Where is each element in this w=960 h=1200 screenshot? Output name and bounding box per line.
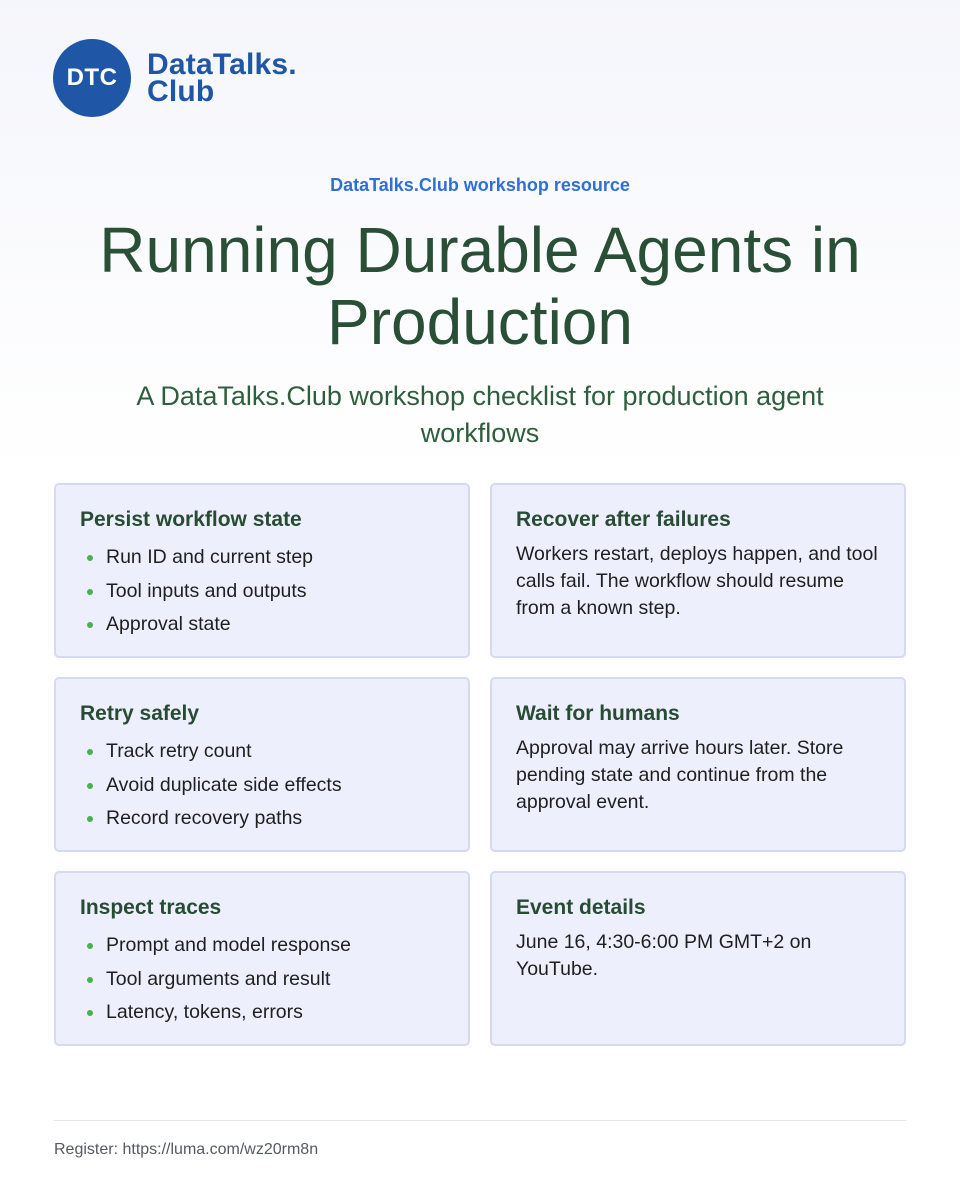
footer-divider <box>54 1120 906 1121</box>
card-event-details: Event details June 16, 4:30-6:00 PM GMT+… <box>490 871 906 1046</box>
page-title: Running Durable Agents in Production <box>99 214 861 358</box>
list-item: Track retry count <box>80 735 444 769</box>
list-item: Avoid duplicate side effects <box>80 769 444 803</box>
list-item-text: Approval state <box>106 613 231 635</box>
card-title: Wait for humans <box>516 702 680 725</box>
bullet-icon <box>87 749 93 755</box>
card-recover-after-failures: Recover after failures Workers restart, … <box>490 483 906 658</box>
list-item-text: Tool arguments and result <box>106 967 331 990</box>
list-item-text: Tool inputs and outputs <box>106 579 307 602</box>
card-text: Workers restart, deploys happen, and too… <box>516 543 878 619</box>
list-item: Record recovery paths <box>80 802 444 836</box>
card-title: Retry safely <box>80 702 200 725</box>
list-item: Prompt and model response <box>80 929 444 963</box>
checklist-grid: Persist workflow state Run ID and curren… <box>54 483 906 1046</box>
list-item: Approval state <box>80 608 444 642</box>
card-text: Approval may arrive hours later. Store p… <box>516 737 844 813</box>
card-text: June 16, 4:30-6:00 PM GMT+2 on YouTube. <box>516 931 812 980</box>
logo-wordmark: DataTalks. Club <box>147 48 297 108</box>
bullet-icon <box>87 555 93 561</box>
bullet-icon <box>87 622 93 628</box>
list-item: Tool inputs and outputs <box>80 575 444 609</box>
bullet-icon <box>87 782 93 789</box>
card-persist-workflow-state: Persist workflow state Run ID and curren… <box>54 483 470 658</box>
list-item: Latency, tokens, errors <box>80 996 444 1030</box>
logo-wordmark-line1: DataTalks. <box>147 48 297 81</box>
kicker-label: DataTalks.Club workshop resource <box>330 175 630 195</box>
card-wait-for-humans: Wait for humans Approval may arrive hour… <box>490 677 906 852</box>
bullet-icon <box>87 976 93 983</box>
page-subtitle: A DataTalks.Club workshop checklist for … <box>136 381 824 448</box>
list-item-text: Run ID and current step <box>106 546 314 568</box>
list-item: Tool arguments and result <box>80 963 444 997</box>
list-item-text: Latency, tokens, errors <box>106 1001 303 1023</box>
logo-badge: DTC <box>53 39 131 117</box>
card-list: Run ID and current step Tool inputs and … <box>80 541 444 642</box>
list-item: Run ID and current step <box>80 541 444 575</box>
register-link[interactable]: Register: https://luma.com/wz20rm8n <box>54 1141 319 1158</box>
list-item-text: Avoid duplicate side effects <box>106 773 342 796</box>
brand-logo: DTC DataTalks. Club <box>53 39 297 117</box>
bullet-icon <box>87 816 93 822</box>
card-list: Prompt and model response Tool arguments… <box>80 929 444 1030</box>
logo-wordmark-line2: Club <box>147 75 215 108</box>
bullet-icon <box>87 943 93 949</box>
card-title: Event details <box>516 896 646 919</box>
card-title: Inspect traces <box>80 896 222 919</box>
card-title: Persist workflow state <box>80 508 302 531</box>
list-item-text: Prompt and model response <box>106 934 351 956</box>
bullet-icon <box>87 1010 93 1016</box>
list-item-text: Record recovery paths <box>106 807 303 829</box>
card-retry-safely: Retry safely Track retry count Avoid dup… <box>54 677 470 852</box>
card-inspect-traces: Inspect traces Prompt and model response… <box>54 871 470 1046</box>
card-list: Track retry count Avoid duplicate side e… <box>80 735 444 836</box>
list-item-text: Track retry count <box>106 740 252 762</box>
card-title: Recover after failures <box>516 508 731 531</box>
bullet-icon <box>87 588 93 595</box>
